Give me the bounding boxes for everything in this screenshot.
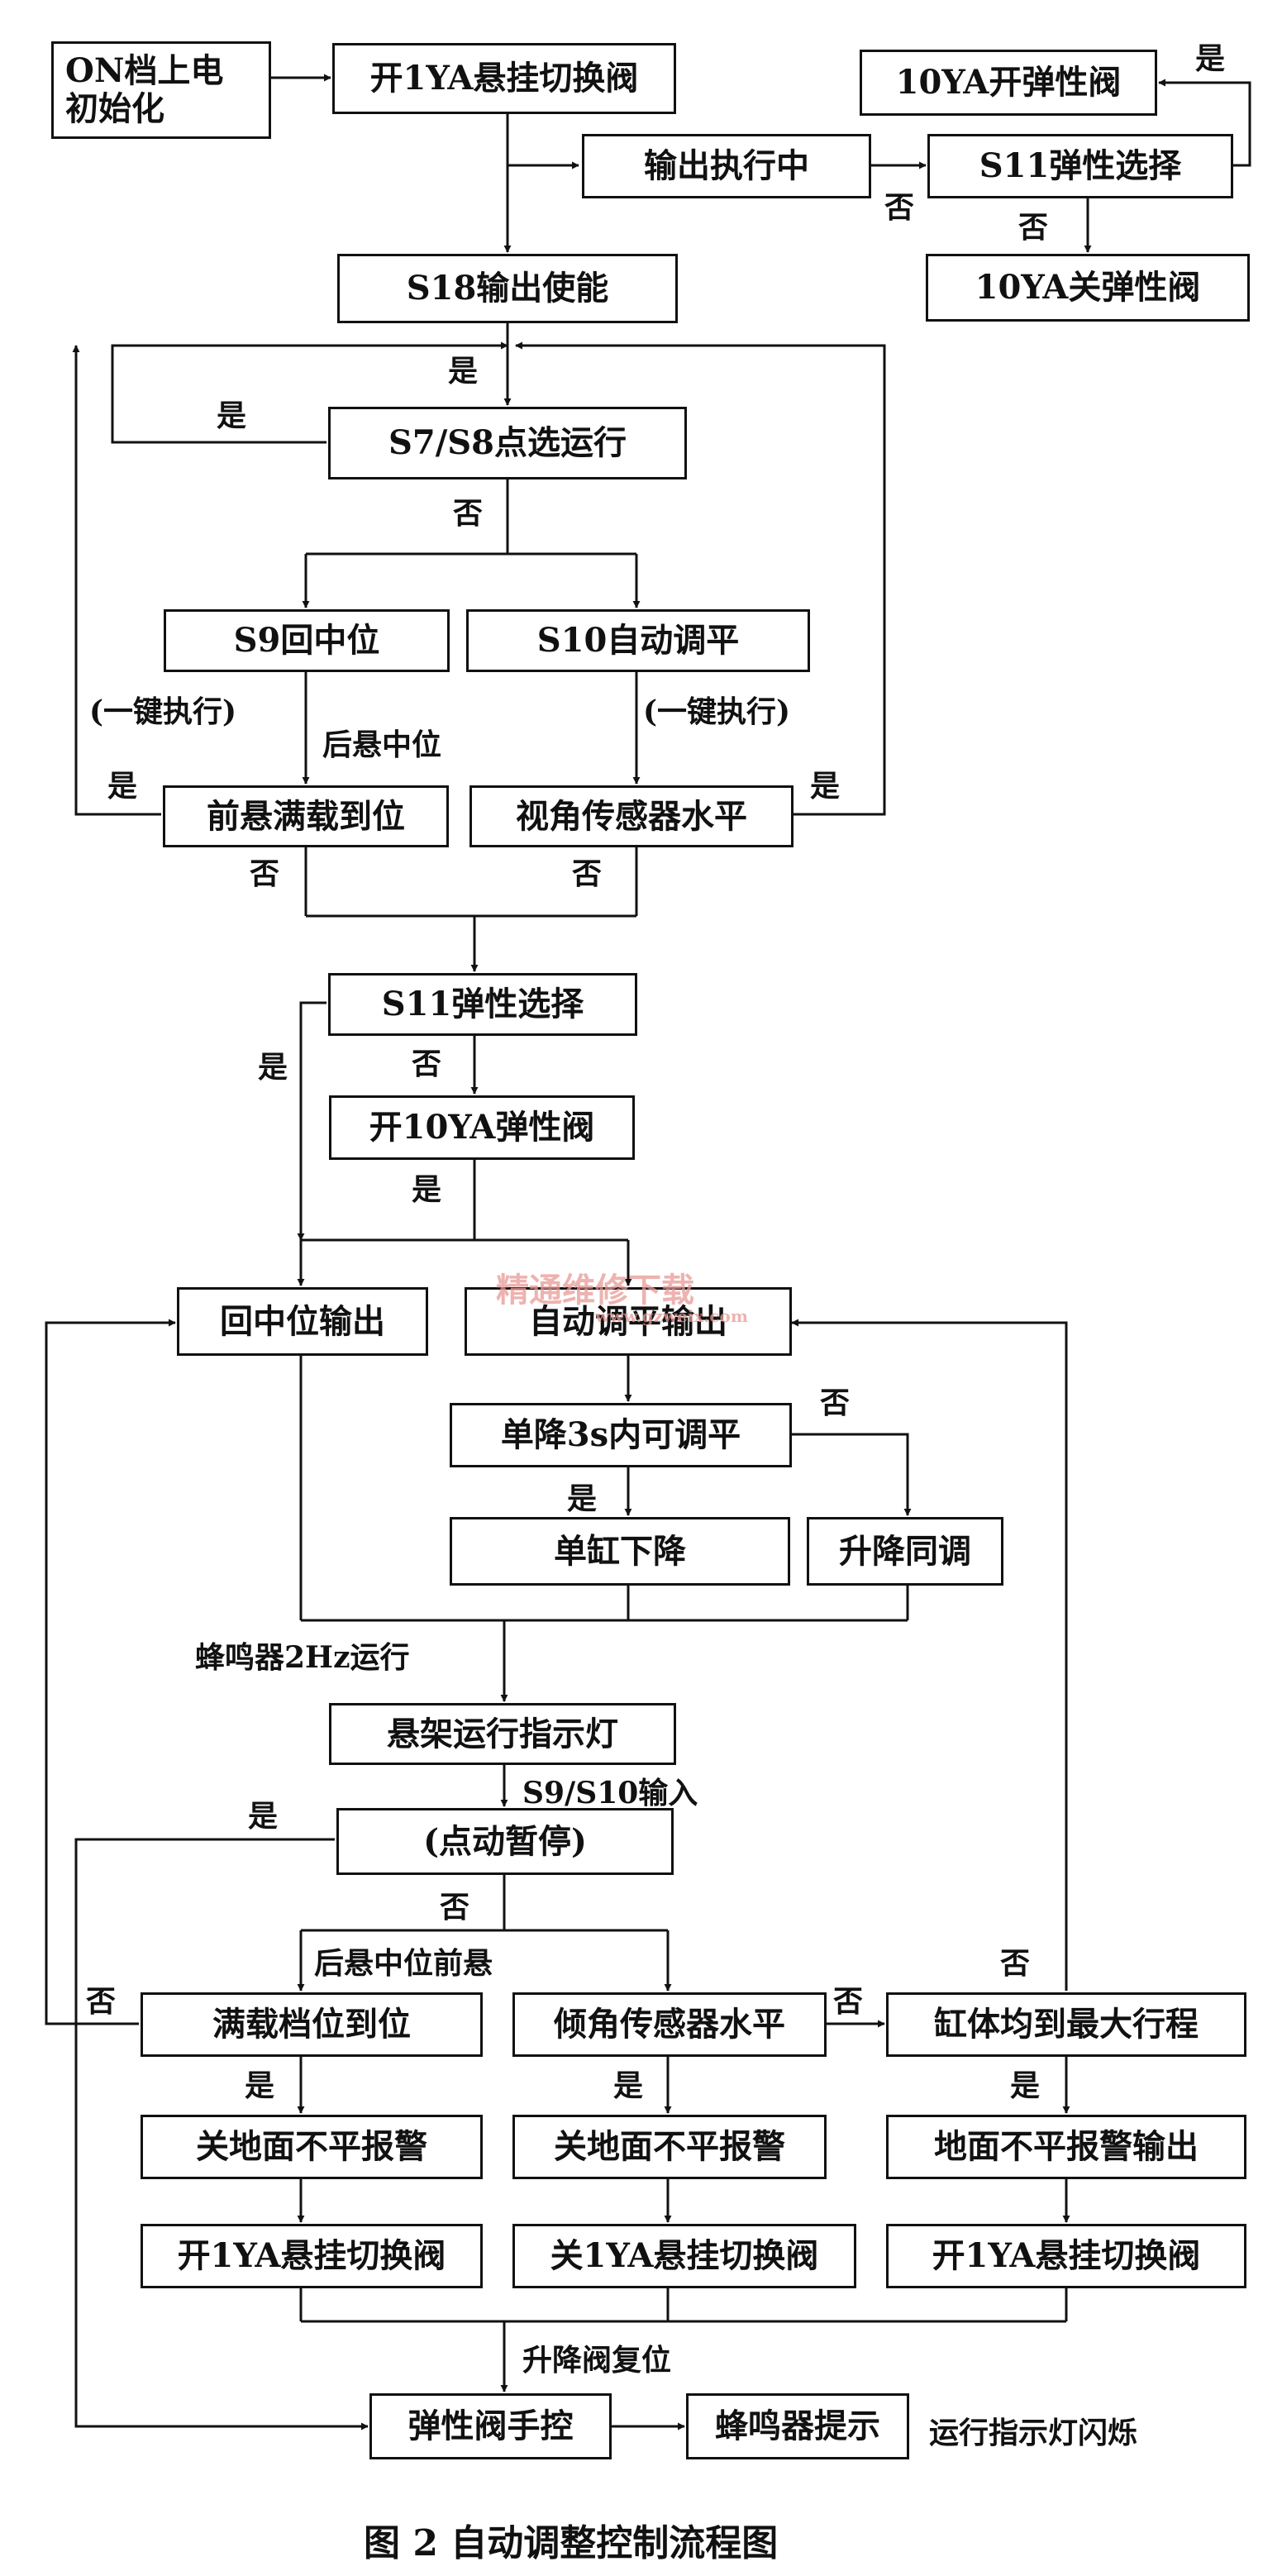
- s11-elastic-select-mid-node: S11弹性选择: [328, 973, 637, 1036]
- label-no-single-drop-right: 否: [820, 1386, 851, 1420]
- tilt-sensor-level-node: 倾角传感器水平: [512, 1992, 827, 2057]
- label-buzzer-2hz: 蜂鸣器2Hz运行: [195, 1640, 410, 1675]
- close-10ya-elastic-node: 10YA关弹性阀: [926, 254, 1250, 322]
- label-yes-open-10ya-below: 是: [412, 1172, 442, 1207]
- s10-auto-level-node: S10自动调平: [466, 609, 810, 672]
- figure-caption: 图 2 自动调整控制流程图: [364, 2522, 779, 2564]
- label-rear-center-front: 后悬中位前悬: [314, 1946, 493, 1981]
- label-yes-front-left: 是: [107, 769, 138, 804]
- open-1ya-bottom-1-node: 开1YA悬挂切换阀: [141, 2224, 483, 2288]
- edge-s7-yes-loop: [111, 341, 508, 444]
- open-1ya-top-node: 开1YA悬挂切换阀: [332, 43, 676, 114]
- label-no-pause-below: 否: [440, 1890, 470, 1925]
- single-drop-3s-node: 单降3s内可调平: [450, 1403, 792, 1467]
- open-10ya-elastic-mid-node: 开10YA弹性阀: [329, 1095, 635, 1160]
- label-no-s11-top-side: 否: [884, 190, 915, 225]
- label-no-full-load-left: 否: [86, 1984, 117, 2019]
- label-s9-s10-input: S9/S10输入: [522, 1776, 698, 1810]
- front-full-load-node: 前悬满载到位: [163, 785, 449, 847]
- inching-pause-node: (点动暂停): [336, 1808, 674, 1875]
- label-no-view-below: 否: [572, 856, 603, 891]
- open-1ya-bottom-3-node: 开1YA悬挂切换阀: [886, 2224, 1246, 2288]
- label-run-light-blink: 运行指示灯闪烁: [929, 2416, 1138, 2450]
- view-sensor-level-node: 视角传感器水平: [469, 785, 794, 847]
- open-10ya-elastic-node: 10YA开弹性阀: [860, 50, 1157, 116]
- label-yes-top-right: 是: [1195, 41, 1226, 76]
- close-uneven-alarm-2-node: 关地面不平报警: [512, 2115, 827, 2179]
- label-one-key-left: (一键执行): [89, 694, 237, 729]
- label-no-s7-below: 否: [453, 496, 484, 531]
- buzzer-prompt-node: 蜂鸣器提示: [686, 2393, 909, 2459]
- label-yes-tilt-below: 是: [613, 2068, 644, 2103]
- cylinder-max-stroke-node: 缸体均到最大行程: [886, 1992, 1246, 2057]
- elastic-valve-manual-node: 弹性阀手控: [369, 2393, 612, 2459]
- s11-elastic-select-top-node: S11弹性选择: [927, 134, 1233, 198]
- label-one-key-right: (一键执行): [643, 694, 791, 729]
- edge-pause-yes: [74, 1838, 369, 2431]
- close-uneven-alarm-1-node: 关地面不平报警: [141, 2115, 483, 2179]
- label-no-s11-top-below: 否: [1018, 210, 1049, 245]
- uneven-alarm-output-node: 地面不平报警输出: [886, 2115, 1246, 2179]
- label-no-cylinder-top: 否: [1000, 1946, 1031, 1981]
- label-yes-after-s18: 是: [448, 354, 479, 389]
- s7-s8-select-run-node: S7/S8点选运行: [328, 407, 687, 479]
- s9-return-center-node: S9回中位: [164, 609, 450, 672]
- label-yes-cylinder-below: 是: [1010, 2068, 1041, 2103]
- auto-level-output-node: 自动调平输出: [465, 1287, 792, 1356]
- watermark-url: www.gzweix.com: [595, 1306, 749, 1326]
- label-no-tilt-right: 否: [833, 1984, 864, 2019]
- label-no-front-below: 否: [250, 856, 280, 891]
- on-power-init-node: ON档上电 初始化: [51, 41, 271, 139]
- label-yes-full-load-below: 是: [245, 2068, 275, 2103]
- return-center-output-node: 回中位输出: [177, 1287, 428, 1356]
- suspension-run-light-node: 悬架运行指示灯: [329, 1703, 676, 1765]
- edge-front-full-yes-loop: [72, 345, 161, 816]
- edge-s11-mid-yes: [297, 1001, 326, 1241]
- edge-single-drop-no: [792, 1433, 912, 1516]
- output-executing-node: 输出执行中: [582, 134, 871, 198]
- full-load-position-node: 满载档位到位: [141, 1992, 483, 2057]
- lift-drop-sync-node: 升降同调: [807, 1517, 1003, 1586]
- single-cylinder-drop-node: 单缸下降: [450, 1517, 790, 1586]
- label-rear-center: 后悬中位: [322, 727, 442, 762]
- label-yes-view-right: 是: [810, 769, 841, 804]
- label-yes-pause-left: 是: [248, 1799, 279, 1834]
- edge-cylinder-no-loop: [791, 1319, 1068, 1991]
- watermark-text: 精通维修下载: [496, 1271, 694, 1309]
- edge-view-sensor-yes-loop: [515, 341, 886, 816]
- label-yes-s11-mid-left: 是: [258, 1050, 288, 1085]
- edge-full-load-no-loop: [45, 1319, 176, 2025]
- edge-s11-yes-to-10ya-open: [1158, 79, 1251, 167]
- label-no-s11-mid-below: 否: [412, 1047, 442, 1081]
- label-yes-single-drop-below: 是: [567, 1481, 598, 1516]
- label-yes-s7-left: 是: [217, 398, 247, 433]
- label-lift-valve-reset: 升降阀复位: [522, 2343, 672, 2378]
- close-1ya-bottom-2-node: 关1YA悬挂切换阀: [512, 2224, 856, 2288]
- s18-output-enable-node: S18输出使能: [337, 254, 678, 323]
